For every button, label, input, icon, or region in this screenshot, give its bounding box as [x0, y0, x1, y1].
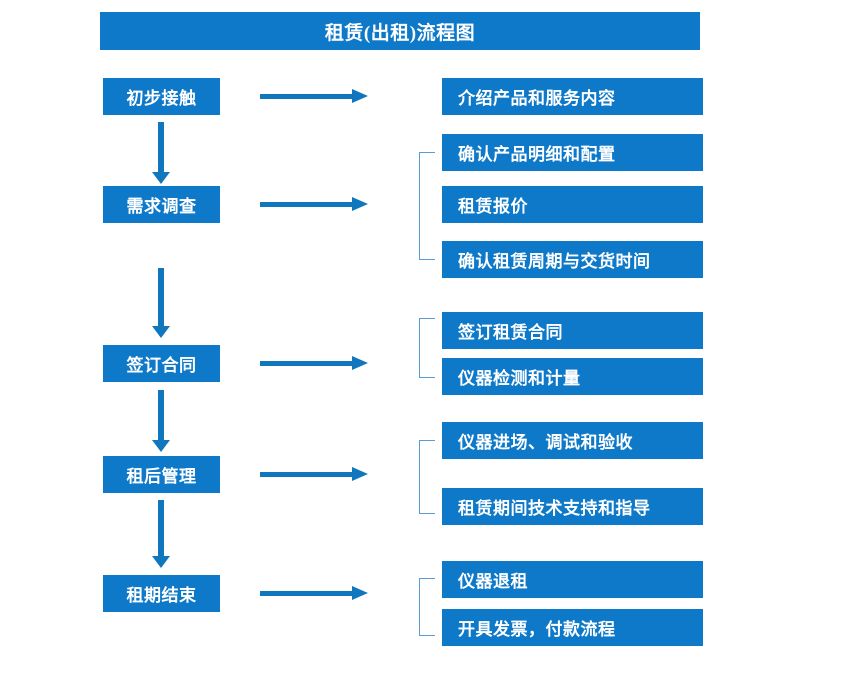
arrow-shaft: [158, 390, 164, 440]
detail-box-5-2[interactable]: 开具发票，付款流程: [442, 609, 703, 646]
group-bracket-5: [419, 578, 435, 636]
detail-box-2-2[interactable]: 租赁报价: [442, 186, 703, 223]
arrow-shaft: [158, 500, 164, 556]
arrow-head: [152, 556, 170, 568]
detail-box-2-3[interactable]: 确认租赁周期与交货时间: [442, 241, 703, 278]
detail-box-3-1[interactable]: 签订租赁合同: [442, 312, 703, 349]
arrow-head: [352, 586, 368, 600]
group-bracket-2: [419, 152, 435, 260]
arrow-shaft: [260, 94, 352, 99]
arrow-stage-2-to-stage-3: [152, 268, 170, 338]
arrow-head: [352, 197, 368, 211]
arrow-shaft: [260, 361, 352, 366]
stage-box-3[interactable]: 签订合同: [103, 345, 220, 382]
arrow-shaft: [260, 202, 352, 207]
arrow-stage-2-to-details: [260, 197, 368, 211]
arrow-head: [152, 172, 170, 184]
detail-box-2-1[interactable]: 确认产品明细和配置: [442, 134, 703, 171]
detail-box-1-1[interactable]: 介绍产品和服务内容: [442, 78, 703, 115]
arrow-head: [352, 467, 368, 481]
detail-box-4-2[interactable]: 租赁期间技术支持和指导: [442, 488, 703, 525]
arrow-stage-3-to-stage-4: [152, 390, 170, 452]
arrow-head: [152, 326, 170, 338]
arrow-shaft: [260, 591, 352, 596]
arrow-head: [152, 440, 170, 452]
arrow-stage-1-to-stage-2: [152, 122, 170, 184]
arrow-shaft: [158, 268, 164, 326]
arrow-head: [352, 89, 368, 103]
detail-box-4-1[interactable]: 仪器进场、调试和验收: [442, 422, 703, 459]
arrow-stage-4-to-details: [260, 467, 368, 481]
stage-box-2[interactable]: 需求调查: [103, 186, 220, 223]
arrow-shaft: [158, 122, 164, 172]
arrow-stage-5-to-details: [260, 586, 368, 600]
stage-box-5[interactable]: 租期结束: [103, 575, 220, 612]
stage-box-1[interactable]: 初步接触: [103, 78, 220, 115]
detail-box-5-1[interactable]: 仪器退租: [442, 561, 703, 598]
diagram-title: 租赁(出租)流程图: [100, 12, 700, 50]
group-bracket-3: [419, 318, 435, 378]
detail-box-3-2[interactable]: 仪器检测和计量: [442, 358, 703, 395]
arrow-stage-1-to-details: [260, 89, 368, 103]
stage-box-4[interactable]: 租后管理: [103, 456, 220, 493]
arrow-stage-4-to-stage-5: [152, 500, 170, 568]
group-bracket-4: [419, 440, 435, 514]
arrow-shaft: [260, 472, 352, 477]
arrow-stage-3-to-details: [260, 356, 368, 370]
arrow-head: [352, 356, 368, 370]
